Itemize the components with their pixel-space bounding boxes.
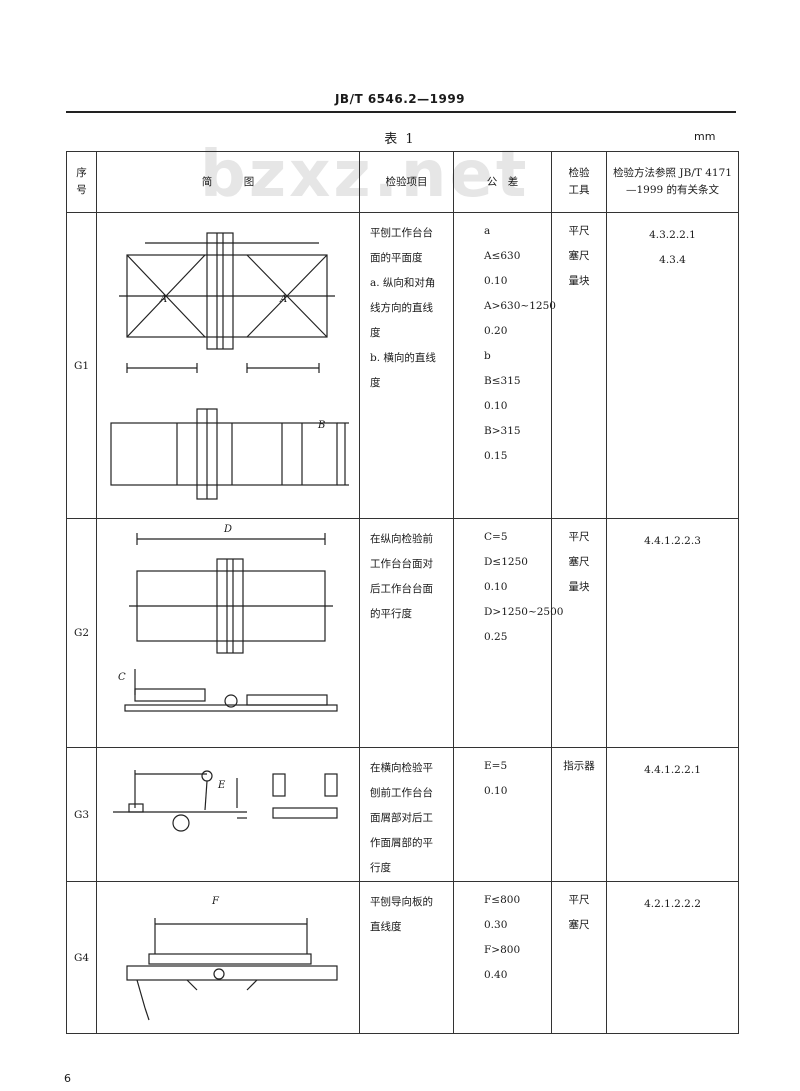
diagram-g1 [96, 212, 360, 519]
page-number: 6 [64, 1072, 71, 1085]
row-no: G4 [66, 881, 97, 1034]
ref-line: 4.3.2.2.1 [649, 229, 696, 241]
table-row: G1 平刨工作台台面的平面度 a. 纵 [66, 212, 739, 519]
row-item: 在横向检验平刨前工作台台面屑部对后工作面屑部的平行度 [359, 747, 454, 882]
tol-line: 0.30 [484, 919, 508, 931]
tol-line: B≤315 [484, 375, 521, 387]
tol-line: 0.10 [484, 275, 508, 287]
row-tool: 平尺 塞尺 [551, 881, 607, 1034]
tol-line: a [484, 225, 491, 237]
col-header-tolerance: 公 差 [453, 151, 552, 213]
diagram-g4 [96, 881, 360, 1034]
tol-line: 0.25 [484, 631, 508, 643]
row-reference: 4.2.1.2.2.2 [606, 881, 739, 1034]
tol-line: b [484, 350, 491, 362]
row-item: 平刨导向板的直线度 [359, 881, 454, 1034]
diagram-g1-svg [110, 232, 349, 500]
tol-line: A>630~1250 [484, 300, 556, 312]
ref-line: 4.2.1.2.2.2 [644, 898, 701, 910]
tol-line: B>315 [484, 425, 521, 437]
row-no: G3 [66, 747, 97, 882]
tol-line: 0.10 [484, 785, 508, 797]
row-tool: 平尺 塞尺 量块 [551, 518, 607, 748]
table-title: 表 1 [384, 132, 416, 147]
header-rule [66, 111, 736, 113]
diagram-g4-svg [126, 918, 338, 1021]
row-no: G1 [66, 212, 97, 519]
tol-line: 0.10 [484, 400, 508, 412]
table-row: G3 在横向检验平刨前工作台台面屑部对后工作面屑部的平行度 E=5 0.10 [66, 747, 739, 882]
tol-line: D>1250~2500 [484, 606, 564, 618]
col-header-item: 检验项目 [359, 151, 454, 213]
row-item: 在纵向检验前工作台台面对后工作台台面的平行度 [359, 518, 454, 748]
tol-line: A≤630 [484, 250, 521, 262]
row-reference: 4.3.2.2.1 4.3.4 [606, 212, 739, 519]
row-reference: 4.4.1.2.2.1 [606, 747, 739, 882]
tol-line: 0.15 [484, 450, 508, 462]
diagram-g3 [96, 747, 360, 882]
row-item: 平刨工作台台面的平面度 a. 纵向和对角线方向的直线度 b. 横向的直线度 [359, 212, 454, 519]
col-header-no: 序号 [66, 151, 97, 213]
row-tolerance: E=5 0.10 [453, 747, 552, 882]
col-header-reference: 检验方法参照 JB/T 4171—1999 的有关条文 [606, 151, 739, 213]
diagram-g3-svg [113, 770, 338, 832]
row-tolerance: a A≤630 0.10 A>630~1250 0.20 b B≤315 0.1… [453, 212, 556, 519]
row-reference: 4.4.1.2.2.3 [606, 518, 739, 748]
diagram-g2-svg [124, 533, 338, 712]
tol-line: 0.40 [484, 969, 508, 981]
row-tolerance: C=5 D≤1250 0.10 D>1250~2500 0.25 [453, 518, 564, 748]
table-row: G4 平刨导向板的直线度 F≤800 0.30 F>800 0.40 平尺 塞尺… [66, 881, 739, 1034]
ref-line: 4.4.1.2.2.1 [644, 764, 701, 776]
ref-line: 4.3.4 [659, 254, 686, 266]
tol-line: D≤1250 [484, 556, 528, 568]
inspection-table: 序号 简 图 检验项目 公 差 检验工具 检验方法参照 JB/T 4171—19… [66, 151, 739, 1034]
col-header-tool: 检验工具 [551, 151, 607, 213]
tol-line: C=5 [484, 531, 508, 543]
col-header-diagram: 简 图 [96, 151, 360, 213]
tol-line: 0.20 [484, 325, 508, 337]
ref-line: 4.4.1.2.2.3 [644, 535, 701, 547]
table-unit: mm [694, 130, 716, 143]
row-tool: 平尺 塞尺 量块 [551, 212, 607, 519]
row-no: G2 [66, 518, 97, 748]
table-header-row: 序号 简 图 检验项目 公 差 检验工具 检验方法参照 JB/T 4171—19… [66, 151, 739, 213]
diagram-g2 [96, 518, 360, 748]
tol-line: 0.10 [484, 581, 508, 593]
row-tool: 指示器 [551, 747, 607, 882]
table-row: G2 在纵向检验前工作台台面对后工作台台面的平行度 C=5 D≤1250 0.1… [66, 518, 739, 748]
tol-line: E=5 [484, 760, 508, 772]
tol-line: F>800 [484, 944, 521, 956]
standard-header: JB/T 6546.2—1999 [334, 92, 466, 106]
tol-line: F≤800 [484, 894, 521, 906]
row-tolerance: F≤800 0.30 F>800 0.40 [453, 881, 552, 1034]
